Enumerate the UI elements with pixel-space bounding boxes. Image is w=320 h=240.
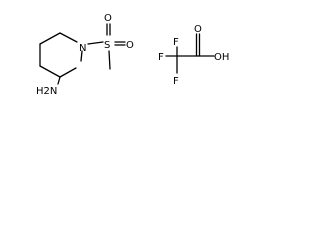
fluorine-top-label: F: [173, 37, 179, 48]
fluorine-left-label: F: [158, 52, 164, 63]
ring-bond: [80, 50, 83, 62]
sulfonyl-oxygen-right-label: O: [126, 40, 134, 51]
carbonyl-oxygen-label: O: [194, 24, 202, 35]
ring-bond: [39, 65, 61, 78]
sulfur-label: S: [104, 40, 110, 51]
chemical-structure-diagram: N S O O H2N F F F O OH: [36, 13, 229, 97]
amine-bond: [57, 76, 61, 85]
trifluoroacetic-acid-molecule: F F F O OH: [158, 24, 229, 87]
ring-bond: [59, 67, 77, 78]
ring-bond: [59, 32, 78, 43]
hydroxyl-label: OH: [214, 52, 229, 63]
fluorine-bottom-label: F: [173, 76, 179, 87]
s-methyl-bond: [108, 50, 111, 70]
aminopiperidine-sulfonamide-molecule: N S O O H2N: [36, 13, 134, 97]
sulfonyl-oxygen-top-label: O: [104, 13, 112, 24]
ring-bond: [39, 32, 61, 45]
ring-nitrogen-label: N: [79, 43, 86, 54]
amine-label: H2N: [36, 86, 57, 97]
n-s-bond: [87, 41, 104, 45]
